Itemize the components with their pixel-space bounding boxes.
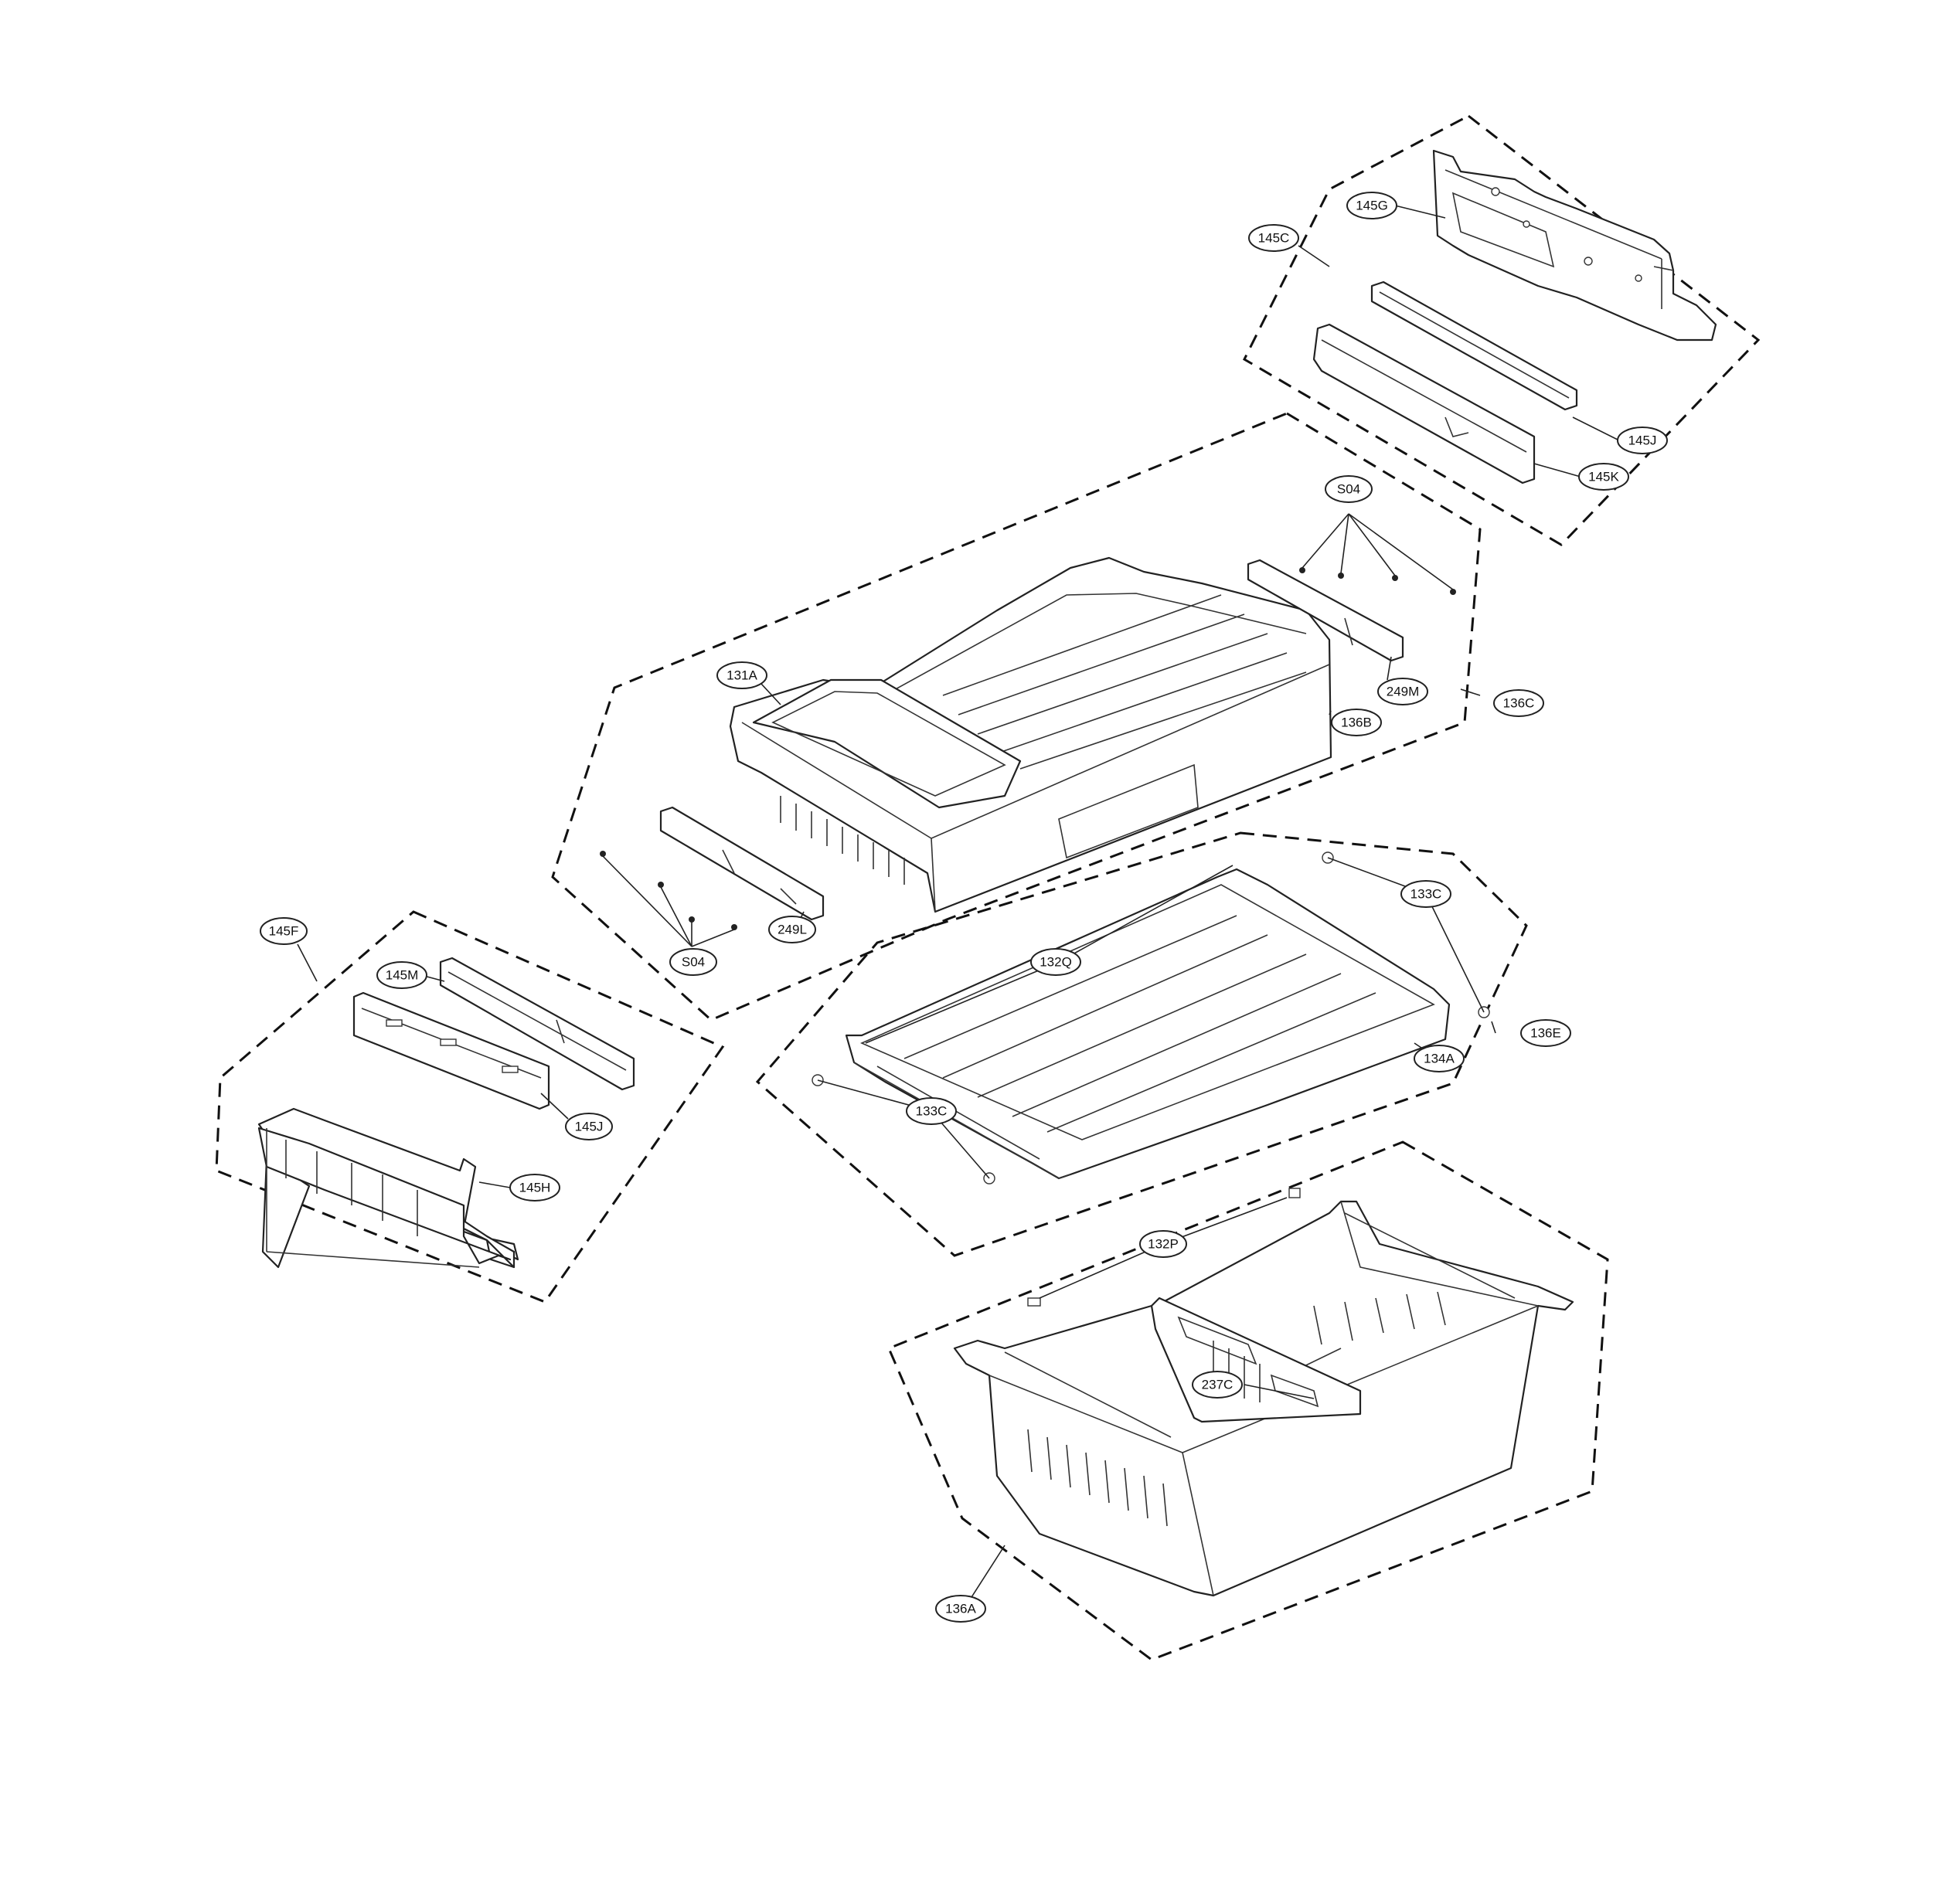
svg-text:145J: 145J bbox=[575, 1120, 604, 1134]
svg-text:132Q: 132Q bbox=[1040, 955, 1072, 970]
svg-text:136C: 136C bbox=[1503, 696, 1535, 711]
svg-text:145F: 145F bbox=[269, 924, 299, 939]
callout-S04-top: S04 bbox=[1325, 475, 1373, 503]
svg-text:132P: 132P bbox=[1148, 1237, 1179, 1252]
svg-text:145K: 145K bbox=[1588, 470, 1619, 484]
callout-S04-bottom: S04 bbox=[669, 948, 717, 976]
part-145M-rail-cover bbox=[439, 957, 635, 1091]
part-249M-bracket bbox=[1247, 559, 1404, 662]
svg-text:145M: 145M bbox=[386, 968, 419, 983]
group-136A bbox=[887, 1140, 1609, 1661]
part-136B-drawer bbox=[729, 556, 1332, 913]
callout-136C: 136C bbox=[1493, 689, 1544, 717]
callout-145G: 145G bbox=[1346, 192, 1397, 219]
svg-text:237C: 237C bbox=[1202, 1378, 1234, 1392]
callout-133C-bottom: 133C bbox=[906, 1097, 957, 1125]
part-145K-rail-cover bbox=[1312, 323, 1536, 484]
callout-133C-top: 133C bbox=[1400, 880, 1451, 908]
svg-text:145J: 145J bbox=[1628, 433, 1657, 448]
callout-131A: 131A bbox=[716, 661, 767, 689]
callout-145C: 145C bbox=[1248, 224, 1299, 252]
svg-text:S04: S04 bbox=[1337, 482, 1360, 497]
callout-145H: 145H bbox=[509, 1174, 560, 1202]
callout-249M: 249M bbox=[1377, 678, 1428, 705]
part-249L-bracket bbox=[659, 806, 825, 921]
group-145C-outline bbox=[1243, 114, 1761, 546]
callout-145M: 145M bbox=[376, 961, 427, 989]
svg-text:136E: 136E bbox=[1530, 1026, 1561, 1041]
callout-136B: 136B bbox=[1331, 709, 1382, 736]
callout-136A: 136A bbox=[935, 1595, 986, 1623]
svg-text:S04: S04 bbox=[682, 955, 705, 970]
group-136C-outline bbox=[551, 412, 1482, 1021]
callout-145K: 145K bbox=[1578, 463, 1629, 491]
svg-text:136A: 136A bbox=[945, 1602, 976, 1616]
svg-text:249L: 249L bbox=[778, 923, 807, 937]
group-136A-outline bbox=[887, 1140, 1609, 1661]
part-145G-bracket bbox=[1432, 149, 1717, 342]
callout-134A: 134A bbox=[1414, 1045, 1465, 1072]
callout-136E: 136E bbox=[1520, 1019, 1571, 1047]
svg-text:133C: 133C bbox=[916, 1104, 948, 1119]
part-145J-slide-rail-top bbox=[1370, 280, 1578, 411]
callout-132P: 132P bbox=[1139, 1230, 1187, 1258]
callout-145F: 145F bbox=[260, 917, 308, 945]
group-145F-outline bbox=[215, 910, 725, 1303]
part-131A-bin bbox=[752, 678, 1022, 809]
group-136E-outline bbox=[755, 831, 1528, 1257]
group-145C bbox=[1243, 114, 1761, 546]
svg-text:136B: 136B bbox=[1341, 715, 1372, 730]
part-145J-slide-rail-left bbox=[352, 991, 550, 1110]
svg-text:133C: 133C bbox=[1410, 887, 1442, 902]
svg-text:131A: 131A bbox=[726, 668, 757, 683]
callout-145J-top: 145J bbox=[1617, 427, 1668, 454]
callout-132Q: 132Q bbox=[1030, 948, 1081, 976]
part-145H-bracket bbox=[257, 1107, 519, 1269]
callout-237C: 237C bbox=[1192, 1371, 1243, 1399]
svg-text:145C: 145C bbox=[1258, 231, 1290, 246]
group-136C bbox=[551, 412, 1482, 1021]
svg-text:145H: 145H bbox=[519, 1181, 551, 1195]
svg-text:134A: 134A bbox=[1424, 1052, 1455, 1066]
part-134A-tray bbox=[845, 868, 1451, 1180]
callout-249L: 249L bbox=[768, 916, 816, 943]
callout-145J-left: 145J bbox=[565, 1113, 613, 1140]
svg-text:145G: 145G bbox=[1356, 199, 1388, 213]
screws-S04 bbox=[600, 567, 1456, 930]
group-145F bbox=[215, 910, 725, 1303]
svg-text:249M: 249M bbox=[1387, 685, 1420, 699]
